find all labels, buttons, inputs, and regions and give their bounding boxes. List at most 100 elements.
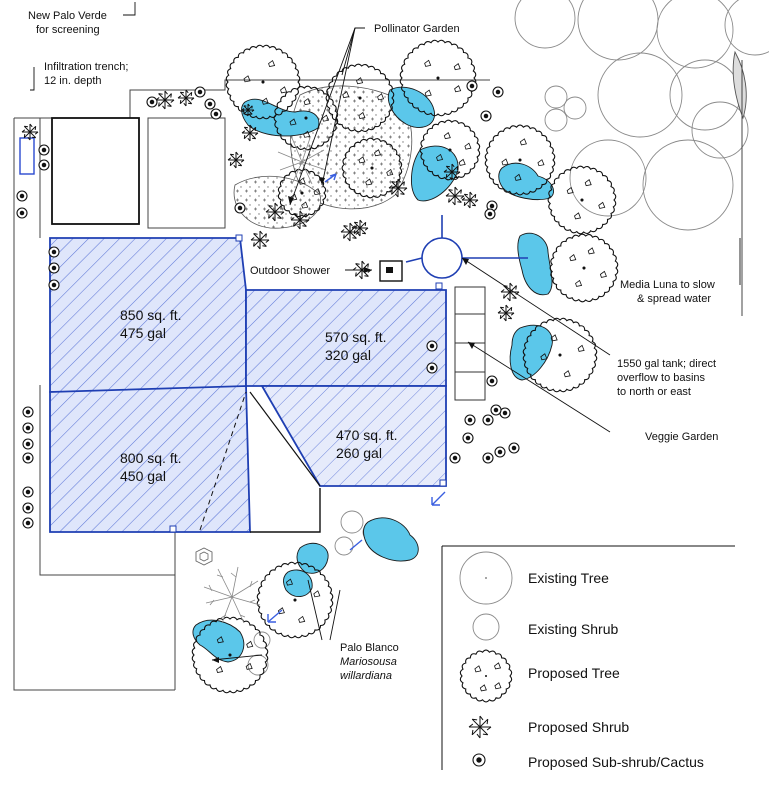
tree-leaf [575,279,583,287]
tree-leaf [285,578,294,586]
proposed-shrub [340,222,360,242]
tree-leaf [519,138,527,146]
tree-leaf [540,353,548,361]
tree-leaf [303,97,311,106]
leader-line [211,654,263,661]
tree-leaf [514,173,522,181]
tree-leaf [246,640,254,648]
basin [387,86,435,128]
proposed-subshrub [22,438,34,450]
proposed-subshrub [462,432,474,444]
infiltration-label: Infiltration trench; [44,61,128,73]
tree-leaf [501,158,509,166]
tree-center [300,191,304,195]
tree-leaf [569,254,577,262]
palm-shrub [203,566,261,624]
proposed-shrub [250,230,270,250]
existing-trees-group [514,0,769,231]
tree-leaf [436,153,444,161]
existing-shrub-icon [472,613,500,641]
proposed-tree [549,233,619,303]
tree-center [448,148,452,152]
proposed-subshrub [449,452,461,464]
proposed-subshrub [426,362,438,374]
tree-leaf [464,142,472,150]
basin [517,232,553,296]
tree-leaf [322,114,330,122]
proposed-shrub [388,178,408,198]
tree-leaf [261,97,269,105]
proposed-tree [522,317,598,393]
roof-volume-label: 320 gal [325,347,371,363]
proposed-subshrub [472,753,486,767]
tree-leaf [454,85,462,93]
palo-blanco-label: Palo Blanco [340,642,399,654]
tank-label: 1550 gal tank; direct [617,358,716,370]
proposed-shrub [443,163,461,181]
proposed-subshrub [204,98,216,110]
proposed-tree [341,137,403,199]
basin [363,517,419,562]
proposed-tree [225,44,301,120]
existing-shrub [544,85,568,109]
proposed-subshrub [210,108,222,120]
proposed-subshrub [22,406,34,418]
ridge-line [199,391,247,531]
proposed-subshrubs-group [16,80,520,529]
tree-leaf [386,168,394,176]
existing-tree [577,0,659,61]
tree-center [228,653,232,657]
basin [509,324,553,381]
tree-leaf [424,59,432,67]
legend-label: Proposed Shrub [528,719,629,735]
proposed-shrubs-group [21,89,520,322]
existing-tree [669,59,741,131]
proposed-tree [256,561,334,639]
basin [498,162,554,200]
proposed-subshrub [22,486,34,498]
trench-marker [19,137,35,175]
tree-leaf [574,212,582,220]
tree-center [485,675,487,677]
proposed-subshrub [16,207,28,219]
proposed-subshrub [464,414,476,426]
proposed-shrub [290,210,310,230]
proposed-subshrub [146,96,158,108]
flow-arrow [324,173,337,183]
legend-label: Existing Shrub [528,621,618,637]
proposed-shrub [21,123,39,141]
palo-verde-label-2: for screening [36,24,100,36]
proposed-shrub [445,186,465,206]
proposed-shrub [497,304,515,322]
pollinator-garden-area-2 [233,175,321,229]
proposed-tree [459,649,513,703]
leader-arrowheads [212,177,475,663]
palo-blanco-label-3: willardiana [340,670,392,682]
existing-shrub [544,108,568,132]
proposed-subshrub [48,262,60,274]
proposed-subshrub [194,86,206,98]
basin [283,569,313,597]
tree-leaf [458,158,466,166]
tree-leaf [537,159,545,167]
tree-leaf [268,59,276,68]
tree-leaf [365,178,373,186]
existing-shrub [563,96,587,120]
proposed-tree [547,165,617,235]
tree-leaf [587,247,595,255]
tree-leaf [566,186,574,194]
tree-leaf [245,662,253,670]
tree-leaf [599,270,607,278]
tree-leaf [216,636,224,644]
proposed-tree [399,39,477,117]
tree-leaf [358,156,366,164]
proposed-subshrub [482,414,494,426]
proposed-subshrub [426,340,438,352]
leader-line [307,579,341,641]
leader-line [30,67,35,91]
palo-blanco-label-2: Mariosousa [340,656,397,668]
existing-tree [656,0,734,69]
proposed-subshrub [16,190,28,202]
leader-line [467,341,611,433]
tree-leaf [243,75,251,83]
